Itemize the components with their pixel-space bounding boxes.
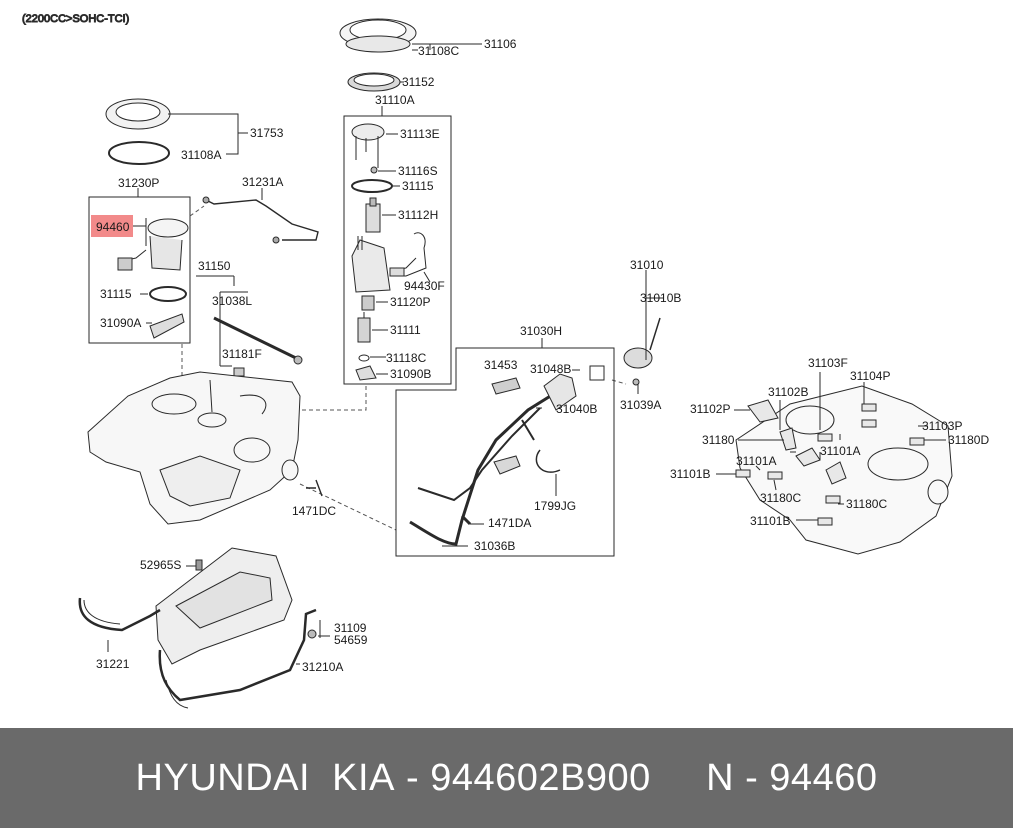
label-31753: 31753 [250, 126, 284, 140]
filler-neck-part [409, 365, 605, 546]
label-31221: 31221 [96, 657, 130, 671]
label-1471DC: 1471DC [292, 504, 336, 518]
fuel-tank-right [735, 385, 953, 555]
callout-labels: 31106 31108C 31152 31110A 31113E 31116S … [96, 37, 989, 674]
label-31118C: 31118C [386, 351, 427, 365]
label-31120P: 31120P [390, 295, 430, 309]
pipe-part [361, 295, 375, 311]
label-31101B-a: 31101B [670, 467, 710, 481]
separator: - [734, 756, 770, 799]
label-31230P: 31230P [118, 176, 159, 190]
spacer [651, 757, 706, 800]
label-31108A: 31108A [181, 148, 221, 162]
filler-tube-part [213, 316, 301, 362]
pump-motor-part [357, 312, 371, 343]
label-31152: 31152 [402, 75, 435, 89]
label-31036B: 31036B [474, 539, 515, 553]
gasket-left [108, 141, 170, 165]
label-31180D: 31180D [948, 433, 989, 447]
label-31106: 31106 [484, 37, 517, 51]
n-label: N [706, 756, 735, 799]
label-31180: 31180 [702, 433, 735, 447]
label-31108C: 31108C [418, 44, 459, 58]
sender-module-box [88, 196, 191, 344]
fuel-cap-part [623, 317, 661, 369]
tank-band-right [158, 608, 317, 709]
label-31115-b: 31115 [100, 287, 132, 301]
lock-ring [347, 72, 401, 92]
brand-label: HYUNDAI KIA [135, 756, 395, 799]
label-54659: 54659 [334, 633, 368, 647]
pump-module-box [343, 115, 452, 385]
label-31102P: 31102P [690, 402, 730, 416]
label-1799JG: 1799JG [534, 499, 576, 513]
label-31231A: 31231A [242, 175, 283, 189]
label-31103P: 31103P [922, 419, 962, 433]
tank-band-left [78, 597, 161, 632]
reservoir-part [351, 236, 391, 293]
fuel-tank-left [87, 371, 301, 525]
part-number: 944602B900 [430, 756, 651, 799]
sender-assembly-part [117, 218, 189, 271]
label-31030H: 31030H [520, 324, 562, 338]
label-31112H: 31112H [398, 208, 438, 222]
label-31090B: 31090B [390, 367, 431, 381]
label-1471DA: 1471DA [488, 516, 531, 530]
label-31090A: 31090A [100, 316, 141, 330]
label-94460: 94460 [96, 220, 130, 234]
label-31039A: 31039A [620, 398, 661, 412]
label-31453: 31453 [484, 358, 518, 372]
engine-spec-label: (2200CC>SOHC-TCI) [22, 13, 129, 25]
heat-protector-part [155, 547, 293, 665]
label-31110A: 31110A [375, 93, 415, 107]
cover-plate-left [105, 98, 171, 130]
label-31180C-a: 31180C [760, 491, 801, 505]
label-94430F: 94430F [404, 279, 445, 293]
label-52965S: 52965S [140, 558, 181, 572]
bolt-part [195, 559, 203, 571]
label-31101B-b: 31101B [750, 514, 790, 528]
sender-part [389, 232, 427, 277]
label-31010: 31010 [630, 258, 664, 272]
label-31101A-a: 31101A [736, 454, 776, 468]
fuel-system-exploded-diagram: (2200CC>SOHC-TCI) [22, 13, 989, 709]
label-31111: 31111 [390, 323, 421, 337]
label-31115-a: 31115 [402, 179, 434, 193]
n-value: 94460 [769, 756, 878, 799]
label-31210A: 31210A [302, 660, 343, 674]
fuel-filter-part [365, 197, 381, 233]
separator: - [394, 756, 431, 799]
filler-neck-box [395, 347, 615, 557]
label-31048B: 31048B [530, 362, 571, 376]
label-31038L: 31038L [212, 294, 252, 308]
label-31040B: 31040B [556, 402, 597, 416]
highlight-94460 [91, 215, 133, 237]
label-31181F: 31181F [222, 347, 262, 361]
label-31113E: 31113E [400, 127, 440, 141]
label-31010B: 31010B [640, 291, 681, 305]
label-31102B: 31102B [768, 385, 808, 399]
label-31150: 31150 [198, 259, 231, 273]
label-31109: 31109 [334, 621, 367, 635]
part-number-banner: HYUNDAI KIA - 944602B900 N - 94460 [0, 728, 1013, 828]
label-31104P: 31104P [850, 369, 890, 383]
label-31103F: 31103F [808, 356, 848, 370]
label-31180C-b: 31180C [846, 497, 887, 511]
pump-flange-part [351, 123, 385, 168]
label-31101A-b: 31101A [820, 444, 860, 458]
pump-cover-plate-top [339, 18, 417, 53]
heat-pads [735, 399, 925, 526]
label-31116S: 31116S [398, 164, 438, 178]
